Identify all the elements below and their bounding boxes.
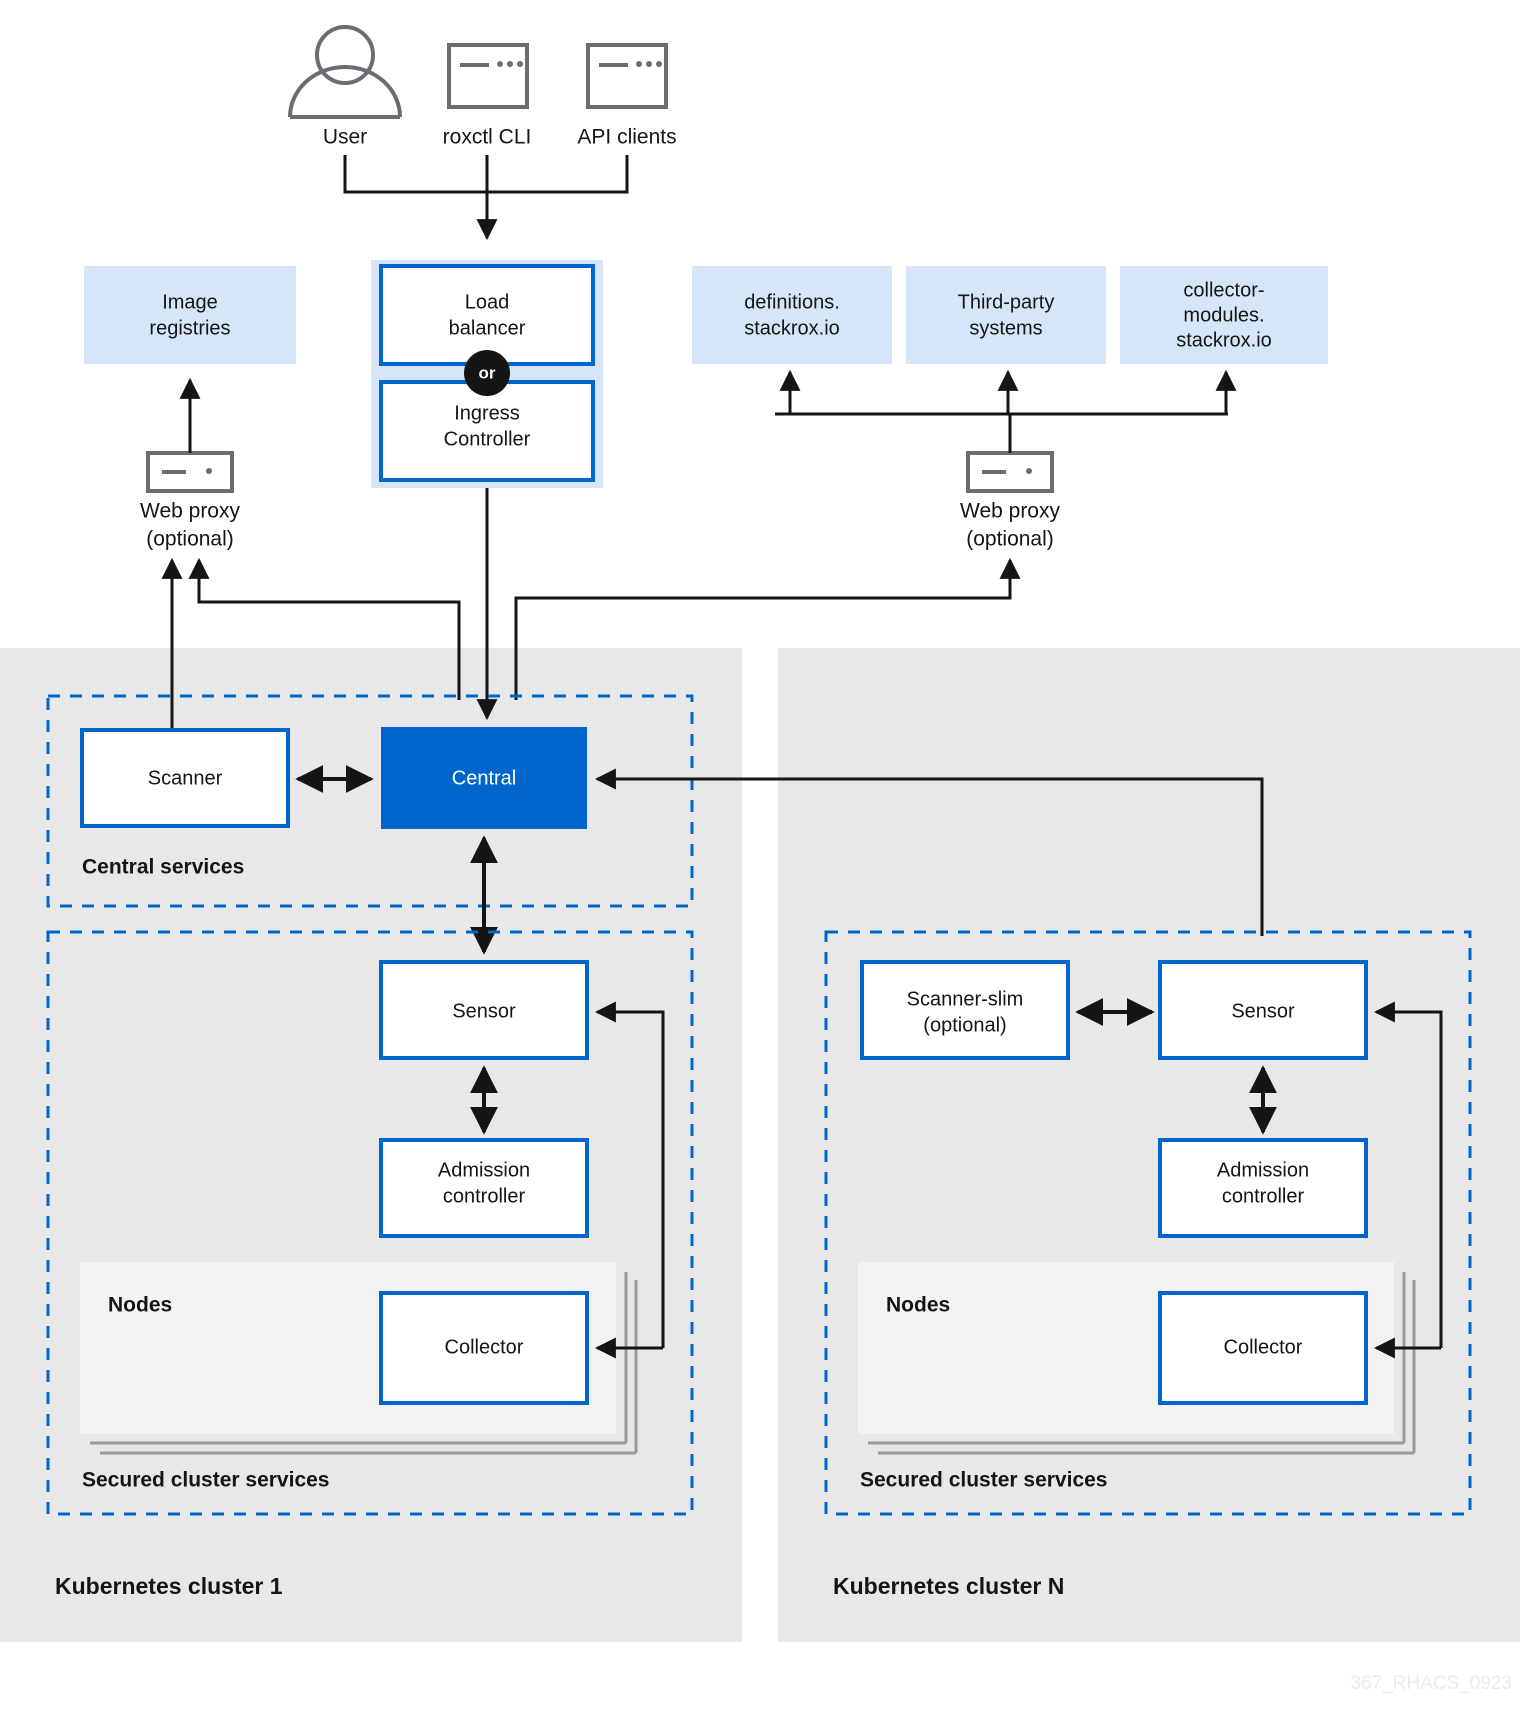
central-label: Central	[452, 767, 516, 789]
terminal-window-icon	[586, 43, 668, 109]
cluster-1-admission-controller-box[interactable]	[379, 1138, 589, 1238]
cluster-1-title: Kubernetes cluster 1	[55, 1573, 283, 1599]
cluster-n-title: Kubernetes cluster N	[833, 1573, 1064, 1599]
or-badge	[464, 350, 510, 396]
load-balancer-box[interactable]	[379, 264, 595, 366]
cluster-1-collector-to-sensor-line	[594, 1001, 665, 1348]
web-proxy-left-label-1: Web proxy	[140, 500, 240, 523]
cluster-n-admission-controller-box[interactable]	[1158, 1138, 1368, 1238]
cluster-n-secured-label: Secured cluster services	[860, 1469, 1108, 1492]
collector-modules-label-1: collector-	[1183, 279, 1264, 301]
or-badge-label: or	[479, 363, 496, 382]
client-to-entry-connector	[343, 155, 629, 241]
cluster-1-admission-label-1: Admission	[438, 1159, 530, 1181]
central-services-group-label: Central services	[82, 856, 244, 879]
scanner-box[interactable]	[80, 728, 290, 828]
ingress-controller-label-2: Controller	[444, 428, 531, 450]
external-box-definitions[interactable]	[692, 266, 892, 364]
cluster-n-nodes-label: Nodes	[886, 1294, 950, 1317]
cluster-n-secured-group	[824, 930, 1472, 1516]
cluster-1-collector-box[interactable]	[379, 1291, 589, 1405]
cluster-n-admission-label-2: controller	[1222, 1185, 1305, 1207]
cluster-1-nodes-label: Nodes	[108, 1294, 172, 1317]
client-label-roxctl: roxctl CLI	[443, 126, 532, 149]
cluster-n-collector-box[interactable]	[1158, 1291, 1368, 1405]
central-services-group	[46, 694, 694, 908]
cluster-1-secured-group	[46, 930, 694, 1516]
web-proxy-right-label-2: (optional)	[966, 528, 1054, 551]
cluster-n-nodes-stack	[868, 1272, 1416, 1455]
web-proxy-right-label-1: Web proxy	[960, 500, 1060, 523]
cluster-n-scanner-slim-label-1: Scanner-slim	[907, 988, 1024, 1010]
cluster-n-scanner-slim-label-2: (optional)	[923, 1014, 1006, 1036]
cluster-n-background	[778, 648, 1520, 1642]
cluster-1-collector-label: Collector	[445, 1336, 524, 1358]
load-balancer-label-1: Load	[465, 291, 510, 313]
person-icon	[288, 25, 402, 119]
client-label-api: API clients	[577, 126, 676, 149]
scanner-label: Scanner	[148, 767, 223, 789]
cluster-1-sensor-label: Sensor	[452, 1000, 516, 1022]
central-box[interactable]	[381, 727, 587, 829]
image-registries-label-2: registries	[149, 317, 230, 339]
cluster-n-scanner-slim-box[interactable]	[860, 960, 1070, 1060]
third-party-label-2: systems	[969, 317, 1042, 339]
collector-modules-label-3: stackrox.io	[1176, 329, 1272, 351]
ingress-controller-box[interactable]	[379, 380, 595, 482]
cluster-n-collector-label: Collector	[1224, 1336, 1303, 1358]
external-box-collector-modules[interactable]	[1120, 266, 1328, 364]
definitions-label-2: stackrox.io	[744, 317, 840, 339]
cluster-n-collector-to-sensor-line	[1373, 1001, 1443, 1348]
cluster-n-sensor-label: Sensor	[1231, 1000, 1295, 1022]
collector-modules-label-2: modules.	[1183, 304, 1264, 326]
cluster-n-sensor-box[interactable]	[1158, 960, 1368, 1060]
watermark-label: 367_RHACS_0923	[1350, 1673, 1512, 1694]
ingress-controller-label-1: Ingress	[454, 402, 520, 424]
client-label-user: User	[323, 126, 367, 149]
definitions-label-1: definitions.	[744, 291, 840, 313]
web-proxy-right-icon	[966, 451, 1054, 493]
web-proxy-left-icon	[146, 451, 234, 493]
cluster-n-sensor-to-central-line	[594, 768, 1264, 936]
external-box-image-registries[interactable]	[84, 266, 296, 364]
cluster-1-nodes-stack	[90, 1272, 638, 1455]
image-registries-label-1: Image	[162, 291, 218, 313]
central-to-proxy-right-line	[514, 557, 1021, 700]
cluster-1-secured-label: Secured cluster services	[82, 1469, 330, 1492]
cluster-n-admission-label-1: Admission	[1217, 1159, 1309, 1181]
external-box-third-party[interactable]	[906, 266, 1106, 364]
cluster-1-sensor-box[interactable]	[379, 960, 589, 1060]
terminal-window-icon	[447, 43, 529, 109]
third-party-label-1: Third-party	[958, 291, 1055, 313]
proxy-right-fanout	[775, 369, 1237, 453]
load-balancer-label-2: balancer	[449, 317, 526, 339]
cluster-1-admission-label-2: controller	[443, 1185, 526, 1207]
web-proxy-left-label-2: (optional)	[146, 528, 234, 551]
